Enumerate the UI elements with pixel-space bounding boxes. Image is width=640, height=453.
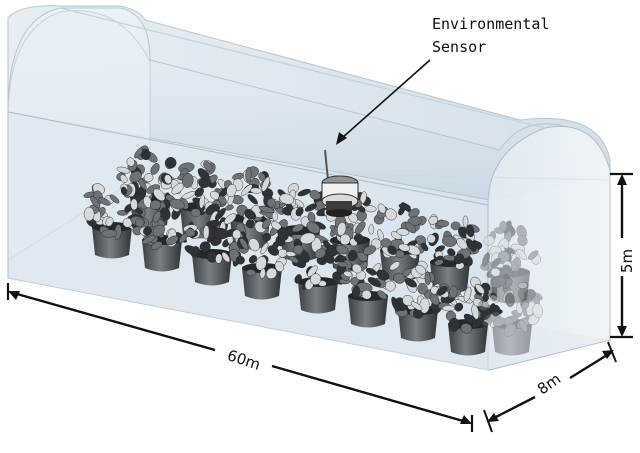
environmental-sensor-device [321, 149, 359, 217]
plant-pot [192, 254, 232, 286]
sensor-label-line1: Environmental [432, 15, 550, 33]
plant-pot [398, 310, 438, 342]
potted-plant [420, 213, 483, 294]
plant-foliage [480, 220, 542, 280]
potted-plant [130, 188, 194, 272]
potted-plant [183, 203, 247, 286]
potted-plant [229, 218, 294, 300]
plant-foliage [130, 188, 194, 250]
sensor-label-line2: Sensor [432, 38, 487, 56]
plant-foliage [266, 183, 333, 239]
plant-pot [492, 324, 532, 356]
plant-foliage [229, 218, 294, 279]
sensor-label: Environmental Sensor [432, 13, 549, 59]
plant-pot [448, 324, 488, 356]
plant-foliage [332, 245, 401, 300]
sensor-pointer-arrow [336, 59, 431, 145]
potted-plant [266, 183, 333, 262]
length-dimension-arrow [6, 283, 474, 432]
potted-plant [436, 276, 503, 356]
plant-pot [430, 262, 470, 294]
width-dimension-arrow [483, 341, 617, 433]
plant-foliage [478, 274, 543, 337]
plant-pot [348, 296, 388, 328]
plant-foliage [224, 166, 279, 225]
potted-plant [480, 220, 542, 304]
potted-plant [332, 245, 401, 328]
potted-plant [478, 274, 543, 356]
plant-foliage [420, 213, 483, 270]
height-dimension-arrow [610, 172, 633, 339]
plant-pot [490, 272, 530, 304]
height-label: 5m [618, 245, 637, 277]
plant-foliage [436, 276, 503, 334]
